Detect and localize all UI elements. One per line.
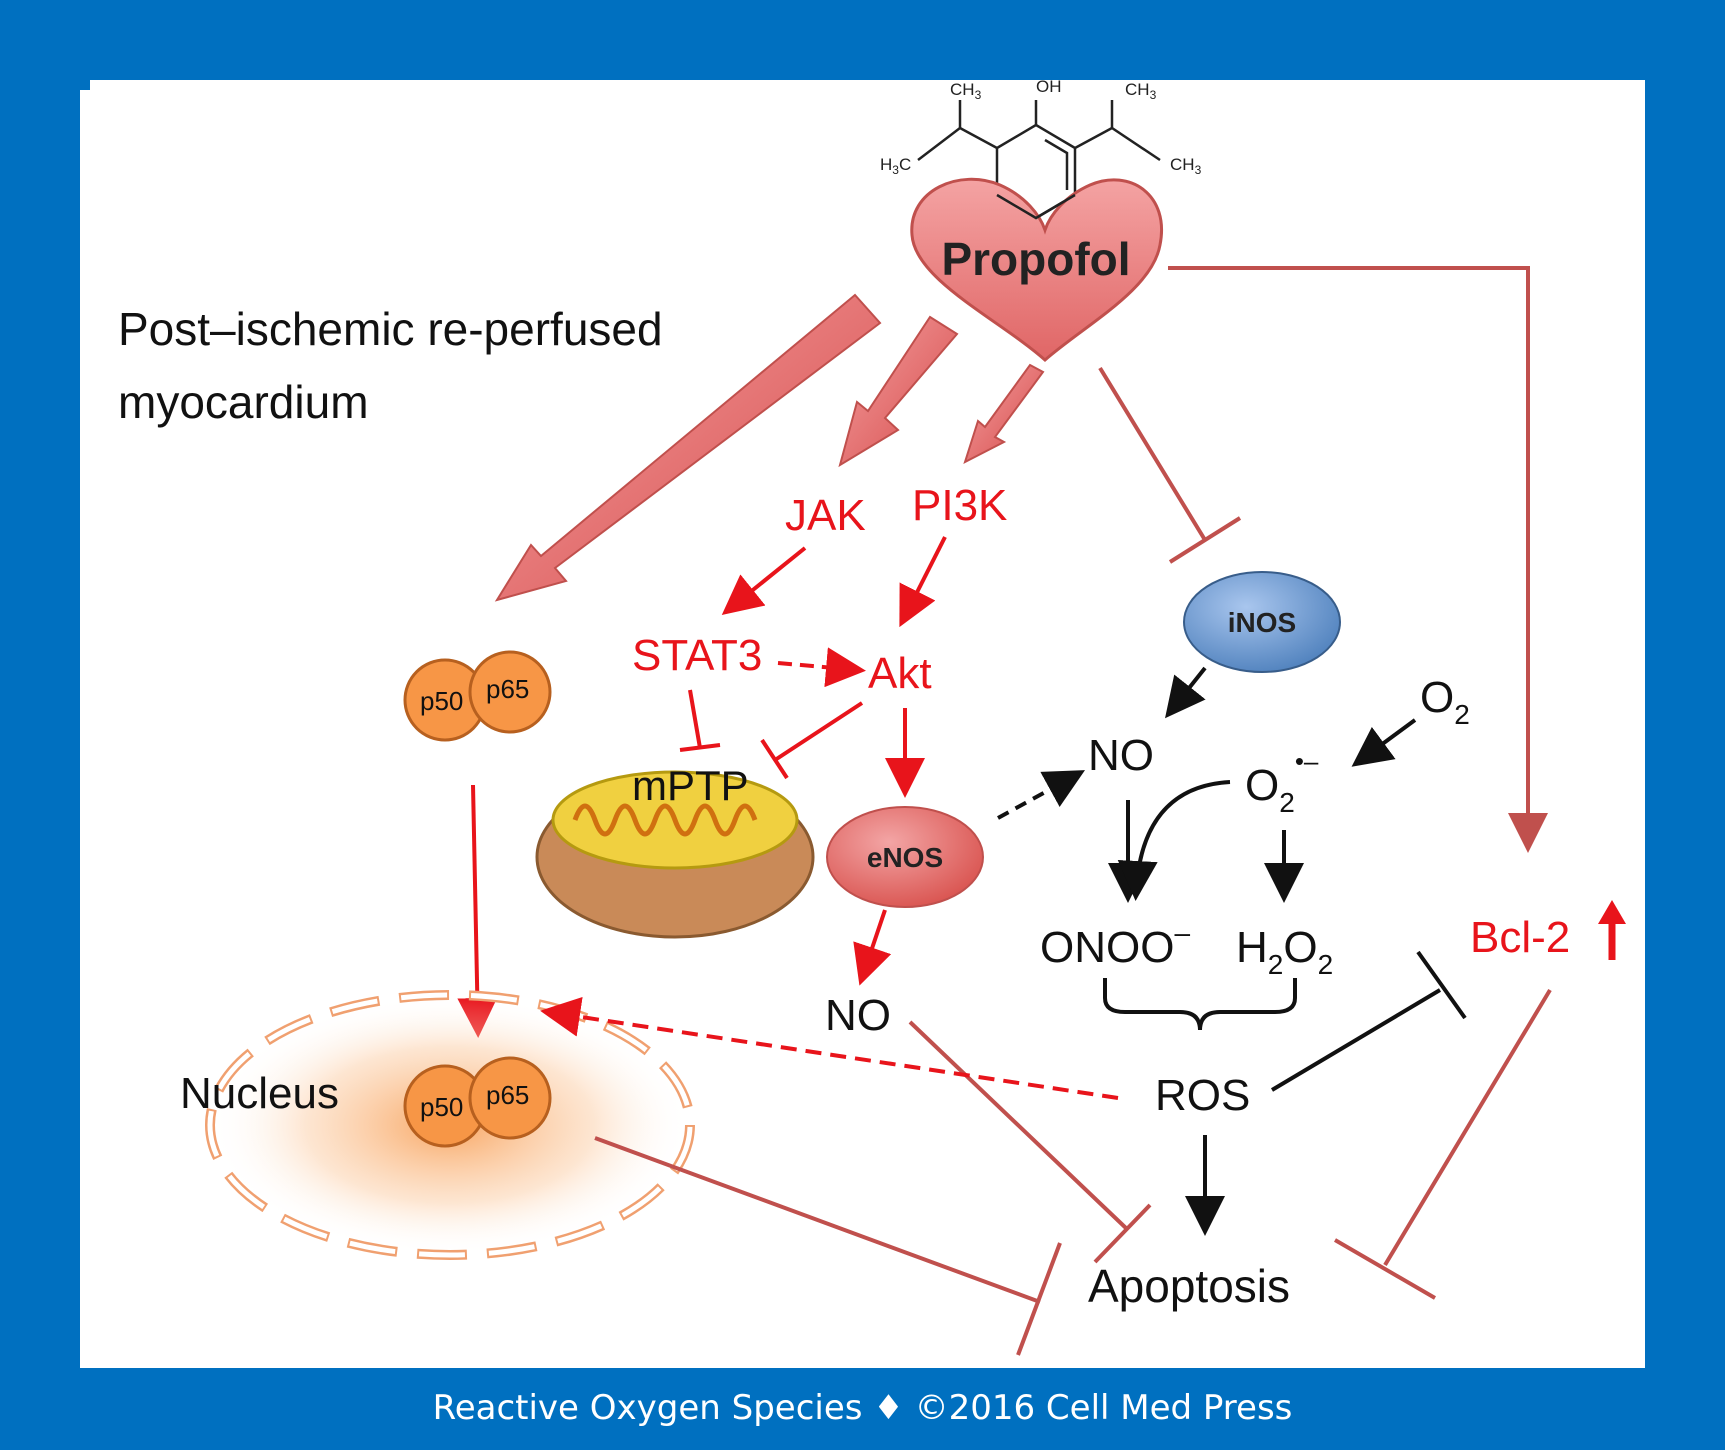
jak-label: JAK: [785, 491, 866, 540]
p50-p65-nucleus: [403, 1056, 552, 1148]
bcl2-up-arrow-icon: [1598, 900, 1626, 960]
arrow-ros-nucleus: [540, 996, 1119, 1100]
inos-label: iNOS: [1228, 607, 1296, 638]
propofol-heart: [910, 177, 1163, 362]
title-line-2: myocardium: [118, 376, 369, 428]
pi3k-label: PI3K: [912, 481, 1007, 530]
enos-label: eNOS: [867, 842, 943, 873]
o2-label: O2: [1420, 673, 1470, 730]
inhibit-bcl2-apoptosis: [1333, 988, 1552, 1300]
svg-text:CH3: CH3: [1170, 155, 1202, 177]
block-arrow-to-p50p65: [494, 293, 882, 602]
frame-corner-tl: [0, 0, 90, 90]
inos-node: [1183, 571, 1341, 673]
arrow-stat3-akt: [777, 647, 866, 688]
stat3-label: STAT3: [632, 631, 762, 680]
arrow-propofol-bcl2: [1168, 266, 1548, 853]
block-arrow-to-pi3k: [963, 363, 1045, 464]
arrow-jak-stat3: [721, 546, 807, 616]
no-bottom-label: NO: [825, 991, 891, 1040]
svg-text:OH: OH: [1036, 77, 1062, 96]
apoptosis-label: Apoptosis: [1088, 1260, 1290, 1312]
propofol-structure: [917, 100, 1161, 220]
mitochondrion: [535, 770, 815, 939]
inhibit-stat3-mptp: [679, 689, 721, 752]
ros-brace: [1103, 978, 1297, 1031]
superoxide-label: O2•–: [1245, 746, 1319, 818]
p50-p65-cytosol: [403, 650, 552, 742]
propofol-structure-labels: CH3 OH CH3 H3C CH3: [880, 77, 1202, 177]
arrow-enos-no-bottom: [853, 909, 892, 986]
mptp-label: mPTP: [632, 762, 749, 809]
big-arrows: [494, 293, 1045, 602]
arrow-p50p65-nucleus: [457, 784, 498, 1038]
propofol-label: Propofol: [941, 233, 1130, 285]
nucleus-label: Nucleus: [180, 1069, 339, 1118]
propofol-ring-overlay: [996, 193, 1076, 220]
inhibit-nfkb-apoptosis: [594, 1136, 1062, 1356]
akt-label: Akt: [868, 649, 932, 698]
arrow-pi3k-akt: [899, 536, 947, 628]
title-line-1: Post–ischemic re-perfused: [118, 303, 663, 355]
inhibit-ros-bcl2: [1270, 950, 1467, 1092]
svg-text:CH3: CH3: [1125, 80, 1157, 102]
arrow-enos-no-top: [997, 770, 1086, 820]
arrow-o2-superoxide: [1351, 718, 1417, 767]
h2o2-label: H2O2: [1236, 923, 1333, 980]
no-top-label: NO: [1088, 731, 1154, 780]
enos-node: [826, 806, 984, 908]
p65-nucleus-label: p65: [486, 1080, 529, 1110]
bcl2-label: Bcl-2: [1470, 913, 1570, 962]
block-arrow-to-jak: [838, 315, 959, 468]
p50-cytosol-label: p50: [420, 686, 463, 716]
inhibit-akt-mptp: [760, 701, 864, 780]
onoo-label: ONOO–: [1040, 917, 1190, 972]
arrow-inos-no: [1165, 666, 1207, 719]
footer-copyright: Reactive Oxygen Species ♦ ©2016 Cell Med…: [432, 1388, 1293, 1428]
ros-label: ROS: [1155, 1071, 1250, 1120]
inhibit-no-apoptosis: [908, 1020, 1152, 1264]
svg-text:CH3: CH3: [950, 80, 982, 102]
inhibit-propofol-inos: [1098, 366, 1242, 564]
p50-nucleus-label: p50: [420, 1092, 463, 1122]
p65-cytosol-label: p65: [486, 674, 529, 704]
arrow-superoxide-onoo: [1117, 780, 1231, 901]
svg-text:H3C: H3C: [880, 155, 911, 177]
